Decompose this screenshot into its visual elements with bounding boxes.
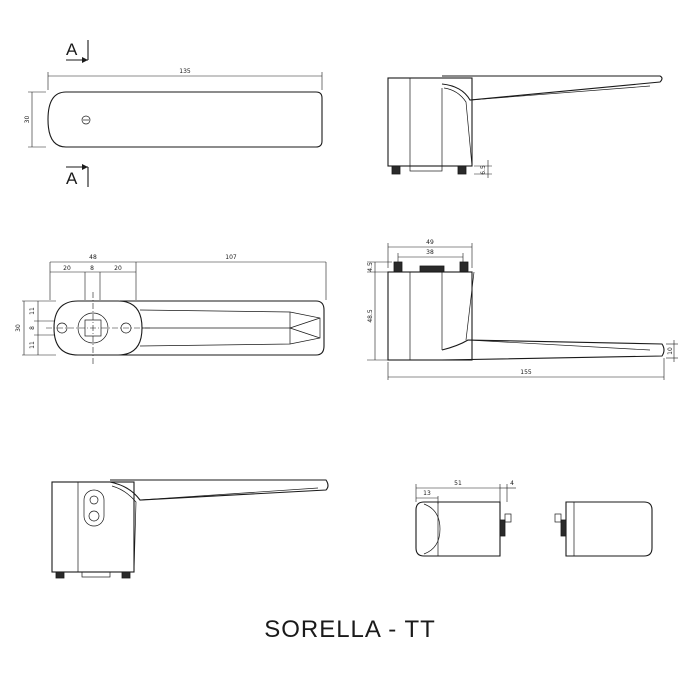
lever-arm-back bbox=[441, 339, 665, 361]
lever-arm-side bbox=[441, 75, 663, 101]
dim-30: 30 bbox=[24, 116, 31, 124]
dim-20b: 20 bbox=[114, 265, 122, 272]
lever-arm-lower bbox=[109, 479, 329, 501]
dim-v11a: 11 bbox=[29, 307, 36, 315]
dim-v30: 30 bbox=[15, 324, 22, 332]
dim-51: 51 bbox=[454, 480, 462, 487]
section-label-bottom: A bbox=[66, 169, 78, 188]
dim-107: 107 bbox=[225, 254, 237, 261]
dim-48: 48 bbox=[89, 254, 97, 261]
dim-13: 13 bbox=[423, 490, 431, 497]
lever-arm-front bbox=[120, 300, 325, 356]
dim-v11b: 11 bbox=[29, 341, 36, 349]
dim-v8: 8 bbox=[29, 326, 36, 330]
screw-hole-icon bbox=[81, 115, 91, 125]
dim-10: 10 bbox=[667, 347, 674, 355]
dim-4-5: 4.5 bbox=[367, 262, 374, 272]
rose-side-b bbox=[565, 501, 653, 557]
product-title: SORELLA - TT bbox=[264, 616, 436, 643]
dim-6-5: 6.5 bbox=[480, 165, 487, 175]
cylinder-hole-icon bbox=[83, 489, 105, 527]
dim-8: 8 bbox=[90, 265, 94, 272]
dim-48-5: 48.5 bbox=[367, 309, 374, 323]
section-label-top: A bbox=[66, 40, 78, 59]
rose-side-a bbox=[415, 501, 501, 557]
side-view: 6.5 bbox=[387, 75, 663, 178]
rose-views: 51 13 4 bbox=[415, 480, 653, 557]
back-view: 49 38 4.5 48.5 155 10 bbox=[367, 239, 678, 380]
lower-side-view bbox=[51, 479, 329, 579]
lever-top-outline bbox=[47, 91, 323, 148]
dim-49: 49 bbox=[426, 239, 434, 246]
dim-155: 155 bbox=[520, 369, 532, 376]
top-view: 135 30 A A bbox=[24, 40, 323, 188]
dim-135: 135 bbox=[179, 68, 191, 75]
front-view: 48 107 20 8 20 30 11 8 11 bbox=[15, 254, 327, 364]
dim-38: 38 bbox=[426, 249, 434, 256]
dim-4: 4 bbox=[510, 480, 514, 487]
dim-20a: 20 bbox=[63, 265, 71, 272]
